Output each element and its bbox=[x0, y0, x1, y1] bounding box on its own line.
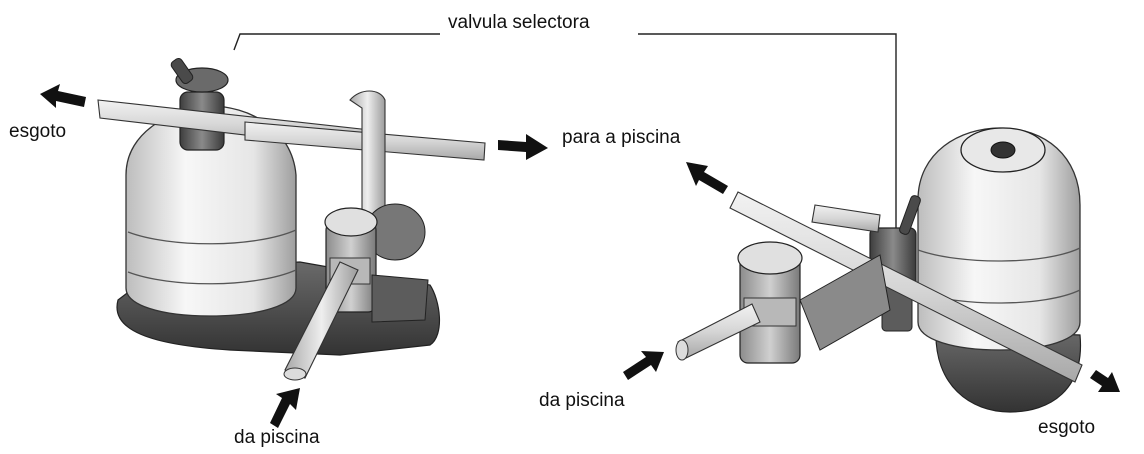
label-from-pool-right: da piscina bbox=[539, 390, 625, 411]
arrow-left-inlet bbox=[270, 388, 300, 428]
right-filter-assembly bbox=[675, 127, 1083, 413]
right-diagonal-pipe bbox=[729, 191, 1083, 383]
label-selector-valve: valvula selectora bbox=[448, 12, 590, 33]
label-drain-right: esgoto bbox=[1038, 417, 1096, 438]
arrow-right-drain bbox=[1090, 370, 1120, 392]
arrow-right-inlet bbox=[623, 351, 664, 380]
label-to-pool: para a piscina bbox=[562, 127, 681, 148]
left-inlet-pipe bbox=[284, 261, 359, 379]
arrow-left-drain bbox=[40, 84, 86, 108]
label-drain-left: esgoto bbox=[9, 121, 67, 142]
right-tank bbox=[917, 127, 1081, 351]
label-from-pool-left: da piscina bbox=[234, 427, 320, 448]
arrow-to-pool bbox=[498, 134, 548, 160]
left-filter-assembly bbox=[97, 57, 486, 381]
arrow-right-top bbox=[686, 162, 728, 194]
left-pump bbox=[324, 203, 429, 323]
valve-leader-line bbox=[233, 33, 897, 228]
